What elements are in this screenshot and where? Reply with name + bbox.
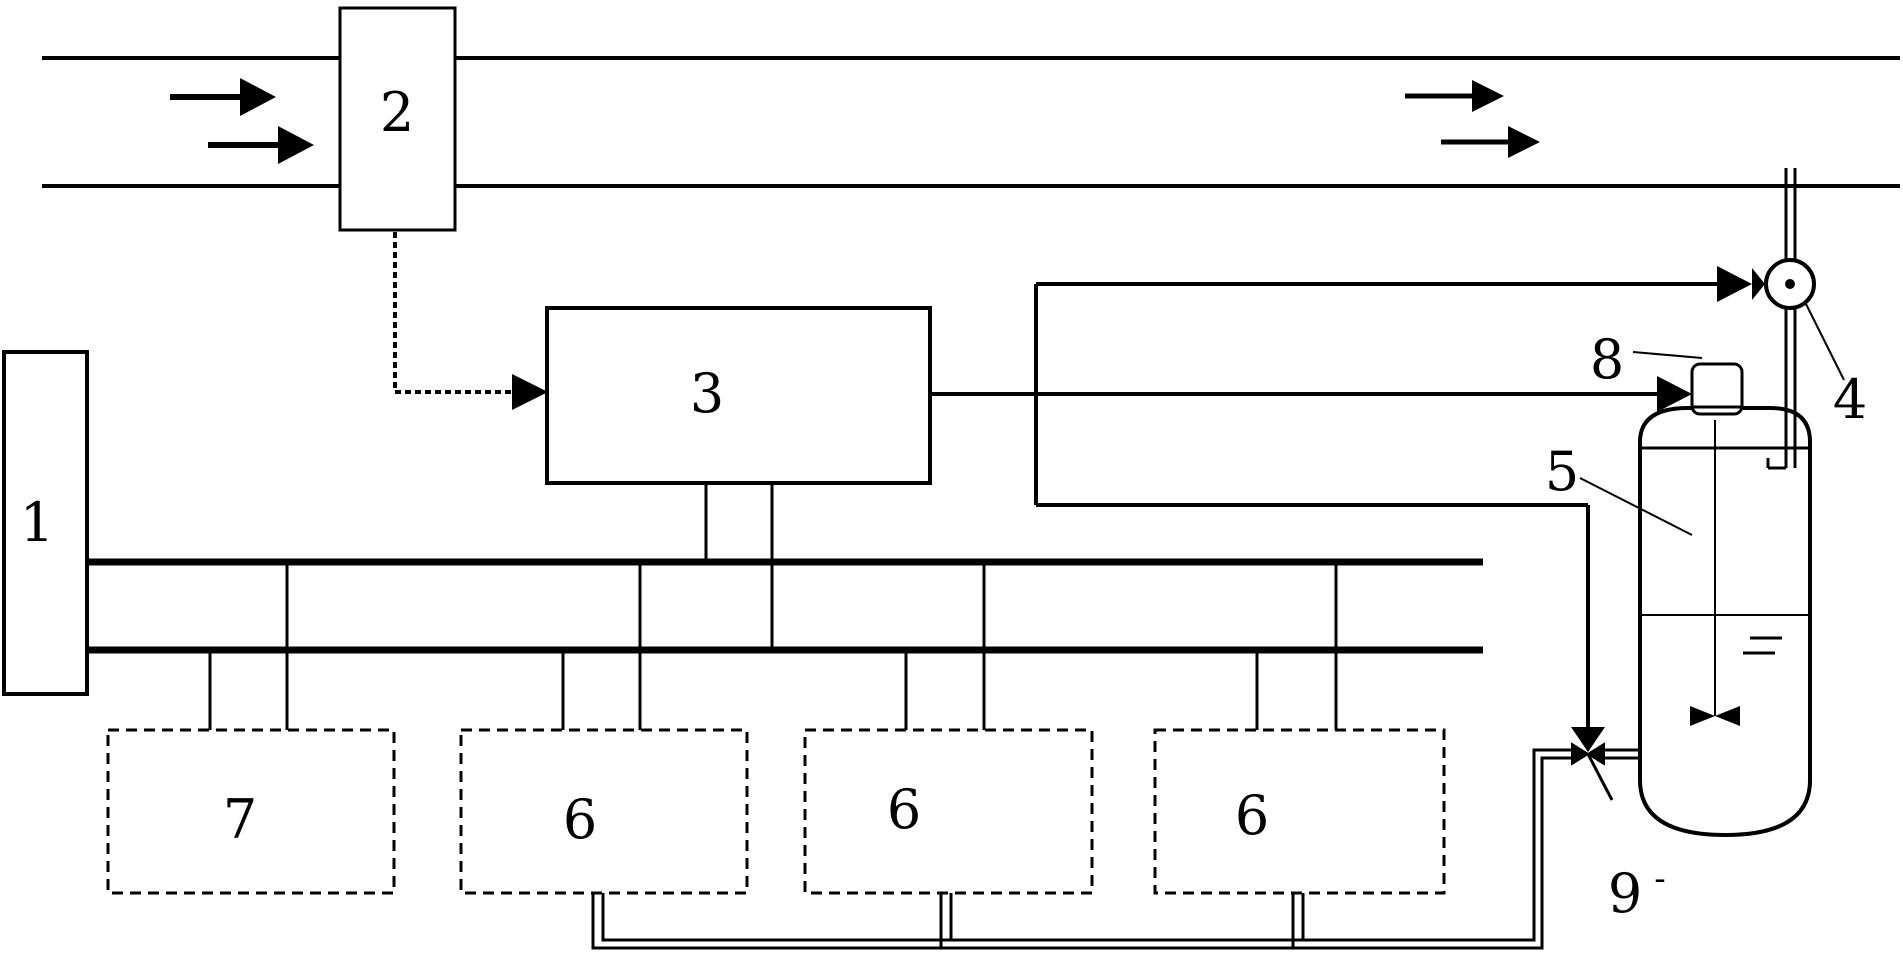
box3-bus-connectors xyxy=(704,483,774,650)
label-9: 9 xyxy=(1608,862,1642,925)
label-5: 5 xyxy=(1545,440,1579,503)
arrow-into-8 xyxy=(1657,376,1692,412)
component-2-box xyxy=(338,6,457,232)
flow-arrows-right xyxy=(1405,80,1540,158)
unit-6c-box xyxy=(1153,728,1446,895)
label-1: 1 xyxy=(20,491,54,554)
label-2: 2 xyxy=(380,81,414,144)
label-9-tick: - xyxy=(1654,859,1666,899)
unit-6a-box xyxy=(459,728,749,895)
arrow-into-4 xyxy=(1717,266,1752,302)
unit-connectors xyxy=(208,562,1338,730)
label-8: 8 xyxy=(1590,328,1624,391)
valve-9 xyxy=(1571,742,1640,801)
arrow-into-3 xyxy=(512,374,548,410)
leader-8 xyxy=(1632,351,1703,359)
motor-8 xyxy=(1690,362,1744,416)
label-6a: 6 xyxy=(563,788,597,851)
tank-5 xyxy=(1638,406,1812,838)
label-6b: 6 xyxy=(887,778,921,841)
stirrer-blades-icon xyxy=(1690,706,1740,726)
arrow-into-9 xyxy=(1571,727,1605,752)
bus-lines xyxy=(87,558,1483,654)
pump-4-pipe xyxy=(1766,168,1797,470)
label-6c: 6 xyxy=(1235,784,1269,847)
pump-4 xyxy=(1752,258,1816,310)
flow-arrows-left xyxy=(170,78,314,164)
signal-line-2-to-3 xyxy=(393,232,515,394)
main-duct xyxy=(42,56,1900,188)
component-3-box xyxy=(545,306,932,485)
leader-4 xyxy=(1804,301,1845,381)
label-4: 4 xyxy=(1833,368,1867,431)
label-7: 7 xyxy=(223,788,257,851)
unit-7-box xyxy=(106,728,396,895)
control-lines xyxy=(1034,282,1720,730)
return-pipe xyxy=(591,748,1575,950)
leader-5 xyxy=(1579,477,1693,536)
unit-6b-box xyxy=(803,728,1094,895)
label-3: 3 xyxy=(690,362,724,425)
component-1-box xyxy=(2,350,89,696)
dashed-units xyxy=(106,728,1446,895)
